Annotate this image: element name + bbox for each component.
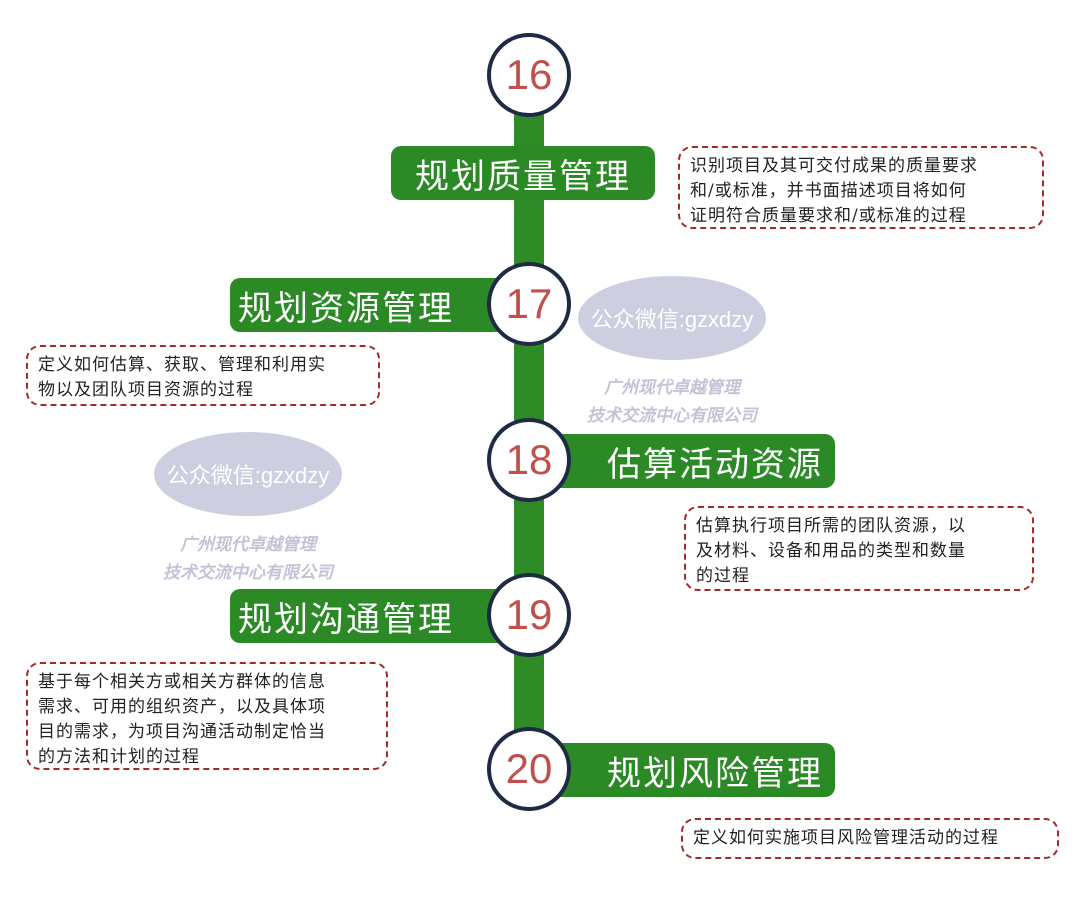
step-number-17: 17 [487,262,571,346]
step-description-20: 定义如何实施项目风险管理活动的过程 [681,818,1059,859]
step-description-17: 定义如何估算、获取、管理和利用实 物以及团队项目资源的过程 [26,345,380,406]
step-number-20: 20 [487,727,571,811]
step-description-19: 基于每个相关方或相关方群体的信息 需求、可用的组织资产，以及具体项 目的需求，为… [26,662,388,770]
step-number-19: 19 [487,573,571,657]
step-title-16: 规划质量管理 [391,146,655,200]
step-number-16: 16 [487,33,571,117]
step-description-18: 估算执行项目所需的团队资源，以 及材料、设备和用品的类型和数量 的过程 [684,506,1034,591]
step-number-18: 18 [487,418,571,502]
step-title-18: 估算活动资源 [545,434,835,488]
step-title-17: 规划资源管理 [230,278,520,332]
step-description-16: 识别项目及其可交付成果的质量要求 和/或标准，并书面描述项目将如何 证明符合质量… [678,146,1044,229]
step-title-20: 规划风险管理 [545,743,835,797]
step-title-19: 规划沟通管理 [230,589,520,643]
watermark-oval: 公众微信:gzxdzy [154,432,342,516]
watermark-oval: 公众微信:gzxdzy [578,276,766,360]
watermark-text: 广州现代卓越管理 技术交流中心有限公司 [587,378,757,426]
watermark-text: 广州现代卓越管理 技术交流中心有限公司 [163,535,333,583]
